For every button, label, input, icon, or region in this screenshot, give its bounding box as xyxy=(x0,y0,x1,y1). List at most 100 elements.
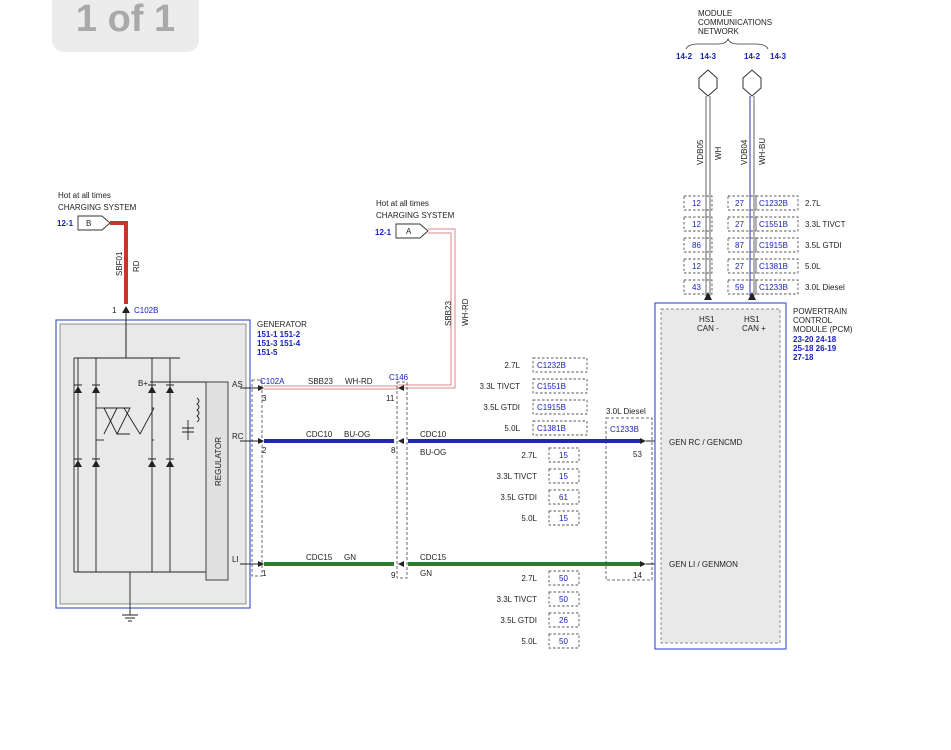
generator-ref-3: 151-5 xyxy=(257,348,278,357)
fuse-a-icon xyxy=(395,223,429,239)
hs1-minus-2: CAN - xyxy=(697,324,719,333)
diode-icon xyxy=(166,460,174,467)
pcm-module: HS1 CAN - HS1 CAN + GEN RC / GENCMD GEN … xyxy=(654,292,853,650)
hot-b-line2: CHARGING SYSTEM xyxy=(58,203,137,212)
network-title-2: COMMUNICATIONS xyxy=(698,18,772,27)
mid-connector-label: C1232B xyxy=(537,361,566,370)
vdb04-label: VDB04 xyxy=(740,139,749,165)
as-pin: 3 xyxy=(262,394,267,403)
hot-b-source: Hot at all times CHARGING SYSTEM 12-1 B … xyxy=(57,191,158,315)
c102a-label: C102A xyxy=(260,377,285,386)
diesel-label: 3.0L Diesel xyxy=(606,407,646,416)
rectifier-diodes xyxy=(74,358,174,572)
gn-b-label: GN xyxy=(420,569,432,578)
page-counter: 1 of 1 xyxy=(52,0,199,52)
c102b-label: C102B xyxy=(134,306,158,315)
rc-pin-engine: 2.7L xyxy=(521,451,537,460)
pcm-table-connector: C1551B xyxy=(759,220,788,229)
li-pin-engine: 3.3L TIVCT xyxy=(497,595,538,604)
c102a-connector-box xyxy=(251,379,263,577)
pcm-table-pin-a: 12 xyxy=(692,199,701,208)
network-ref-1: 14-2 xyxy=(676,52,693,61)
generator-ref-1: 151-1 151-2 xyxy=(257,330,301,339)
hot-a-ref: 12-1 xyxy=(375,228,392,237)
pcm-table-connector: C1232B xyxy=(759,199,788,208)
c102b-arrow-icon xyxy=(122,306,130,313)
hot-b-ref: 12-1 xyxy=(57,219,74,228)
hot-a-line1: Hot at all times xyxy=(376,199,429,208)
pcm-table-engine: 3.5L GTDI xyxy=(805,241,842,250)
whbu-label: WH-BU xyxy=(758,138,767,165)
hs1-minus-1: HS1 xyxy=(699,315,715,324)
as-circuit: 3 SBB23 WH-RD 11 xyxy=(240,377,404,403)
can-wires: VDB05 WH VDB04 WH-BU xyxy=(696,96,767,296)
cdc15-b-label: CDC15 xyxy=(420,553,447,562)
hot-a-source: Hot at all times CHARGING SYSTEM 12-1 A … xyxy=(375,199,470,389)
c146-li-pin: 9 xyxy=(391,571,396,580)
li-pin-number: 50 xyxy=(559,637,568,646)
pcm-table-pin-b: 27 xyxy=(735,262,744,271)
network-title-1: MODULE xyxy=(698,9,732,18)
rc-pin-engine: 3.5L GTDI xyxy=(500,493,537,502)
gn-a-label: GN xyxy=(344,553,356,562)
pcm-rc-pin: 53 xyxy=(633,450,642,459)
diode-icon xyxy=(74,386,82,393)
cdc10-a-label: CDC10 xyxy=(306,430,333,439)
hot-a-line2: CHARGING SYSTEM xyxy=(376,211,455,220)
as-terminal: AS xyxy=(232,380,243,389)
cdc10-b-label: CDC10 xyxy=(420,430,447,439)
rd-label: RD xyxy=(132,260,141,272)
pcm-title-2: CONTROL xyxy=(793,316,833,325)
rc-terminal: RC xyxy=(232,432,244,441)
rc-pin-number: 15 xyxy=(559,514,568,523)
hs1-plus-1: HS1 xyxy=(744,315,760,324)
hot-b-line1: Hot at all times xyxy=(58,191,111,200)
pcm-table-engine: 3.3L TIVCT xyxy=(805,220,846,229)
c146-label: C146 xyxy=(389,373,409,382)
pcm-table-connector: C1233B xyxy=(759,283,788,292)
network-block: MODULE COMMUNICATIONS NETWORK 14-2 14-3 … xyxy=(676,9,787,97)
rc-circuit: 2 CDC10 BU-OG 8 CDC10 BU-OG 53 xyxy=(240,430,668,459)
pcm-ref-3: 27-18 xyxy=(793,353,814,362)
li-pin-engine: 2.7L xyxy=(521,574,537,583)
wh-label: WH xyxy=(714,146,723,160)
buog-a-label: BU-OG xyxy=(344,430,370,439)
rc-pin-engine: 3.3L TIVCT xyxy=(497,472,538,481)
generator-ref-2: 151-3 151-4 xyxy=(257,339,301,348)
diode-icon xyxy=(166,386,174,393)
fuse-b-icon xyxy=(77,215,111,231)
gen-rc-label: GEN RC / GENCMD xyxy=(669,438,743,447)
mid-connector-label: C1915B xyxy=(537,403,566,412)
mid-connector-label: C1381B xyxy=(537,424,566,433)
mid-connector-engine: 3.5L GTDI xyxy=(483,403,520,412)
diode-icon xyxy=(74,460,82,467)
mid-connector-label: C1551B xyxy=(537,382,566,391)
rc-pin-number: 61 xyxy=(559,493,568,502)
network-ref-3: 14-2 xyxy=(744,52,761,61)
li-pin: 1 xyxy=(262,569,267,578)
diode-icon xyxy=(148,386,156,393)
li-pin-number: 50 xyxy=(559,574,568,583)
sbb23-vertical-label: SBB23 xyxy=(444,301,453,326)
pcm-table-pin-b: 27 xyxy=(735,220,744,229)
regulator-box xyxy=(205,381,229,581)
sbf01-label: SBF01 xyxy=(115,251,124,276)
li-pin-number: 50 xyxy=(559,595,568,604)
bplus-label: B+ xyxy=(138,379,148,388)
vdb05-label: VDB05 xyxy=(696,139,705,165)
pcm-title-3: MODULE (PCM) xyxy=(793,325,853,334)
pcm-ref-1: 23-20 24-18 xyxy=(793,335,837,344)
whrd-vertical-label: WH-RD xyxy=(461,298,470,326)
c102b-pin: 1 xyxy=(112,306,117,315)
network-ref-2: 14-3 xyxy=(700,52,717,61)
pcm-table-pin-a: 86 xyxy=(692,241,701,250)
c146-connector-box xyxy=(396,381,408,579)
regulator-label: REGULATOR xyxy=(214,437,223,486)
stator-icon xyxy=(103,407,130,435)
diode-icon xyxy=(92,460,100,467)
rc-pin-number: 15 xyxy=(559,472,568,481)
sbb23-label: SBB23 xyxy=(308,377,333,386)
